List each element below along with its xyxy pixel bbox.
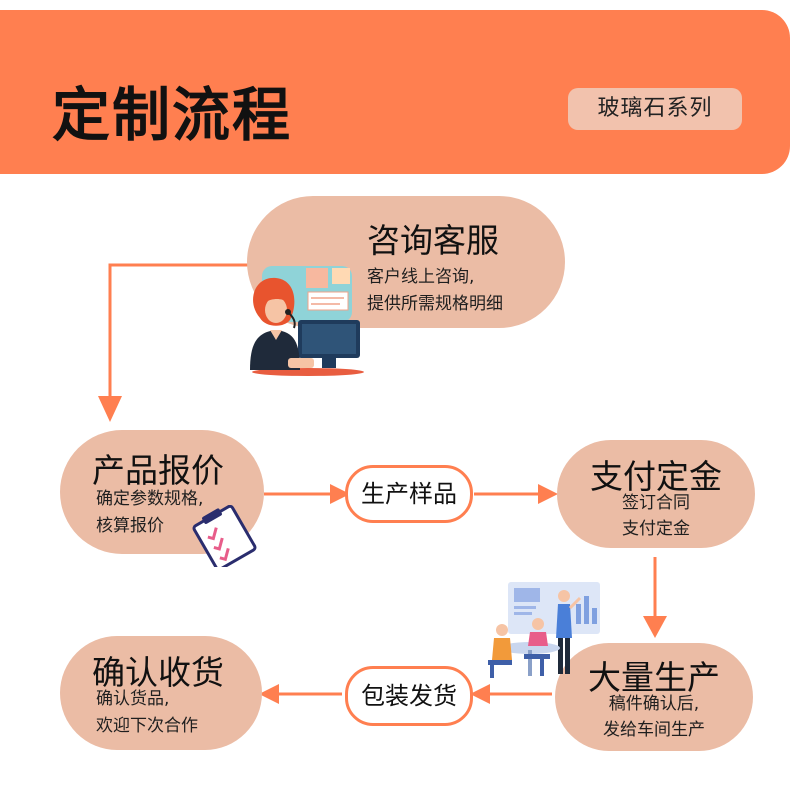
step-quote-line1: 确定参数规格,	[96, 489, 204, 509]
step-packing: 包装发货	[345, 666, 473, 726]
arrowhead-sample	[330, 484, 350, 504]
arrowhead-receipt	[259, 684, 279, 704]
header-banner: 定制流程 玻璃石系列	[0, 10, 790, 174]
step-quote-title: 产品报价	[92, 451, 224, 490]
arrow-consult-to-quote	[108, 263, 248, 398]
step-production-line2: 发给车间生产	[603, 720, 705, 740]
step-production: 大量生产 稿件确认后, 发给车间生产	[555, 643, 753, 751]
clipboard-checklist-icon	[192, 505, 257, 567]
step-consult-title: 咨询客服	[367, 221, 499, 260]
step-packing-title: 包装发货	[361, 682, 457, 710]
step-consult-line1: 客户线上咨询,	[367, 267, 475, 287]
step-receipt-title: 确认收货	[92, 653, 224, 692]
step-deposit: 支付定金 签订合同 支付定金	[557, 440, 755, 548]
arrowhead-quote	[98, 396, 122, 422]
customer-service-woman-icon	[250, 266, 364, 376]
step-deposit-line2: 支付定金	[622, 519, 690, 539]
page-title: 定制流程	[52, 81, 293, 149]
step-quote-line2: 核算报价	[96, 516, 164, 536]
step-receipt: 确认收货 确认货品, 欢迎下次合作	[60, 636, 262, 750]
arrowhead-production	[643, 616, 667, 638]
step-sample-title: 生产样品	[361, 480, 457, 508]
step-receipt-line1: 确认货品,	[96, 689, 170, 709]
arrowhead-deposit	[538, 484, 558, 504]
team-meeting-icon	[488, 582, 600, 678]
step-consult-line2: 提供所需规格明细	[367, 294, 503, 314]
arrowhead-packing	[470, 684, 490, 704]
series-badge: 玻璃石系列	[568, 88, 742, 130]
step-production-line1: 稿件确认后,	[608, 694, 700, 714]
step-deposit-title: 支付定金	[590, 457, 722, 496]
step-receipt-line2: 欢迎下次合作	[96, 716, 198, 736]
step-deposit-line1: 签订合同	[622, 493, 690, 513]
step-production-title: 大量生产	[588, 658, 720, 697]
step-sample: 生产样品	[345, 465, 473, 523]
